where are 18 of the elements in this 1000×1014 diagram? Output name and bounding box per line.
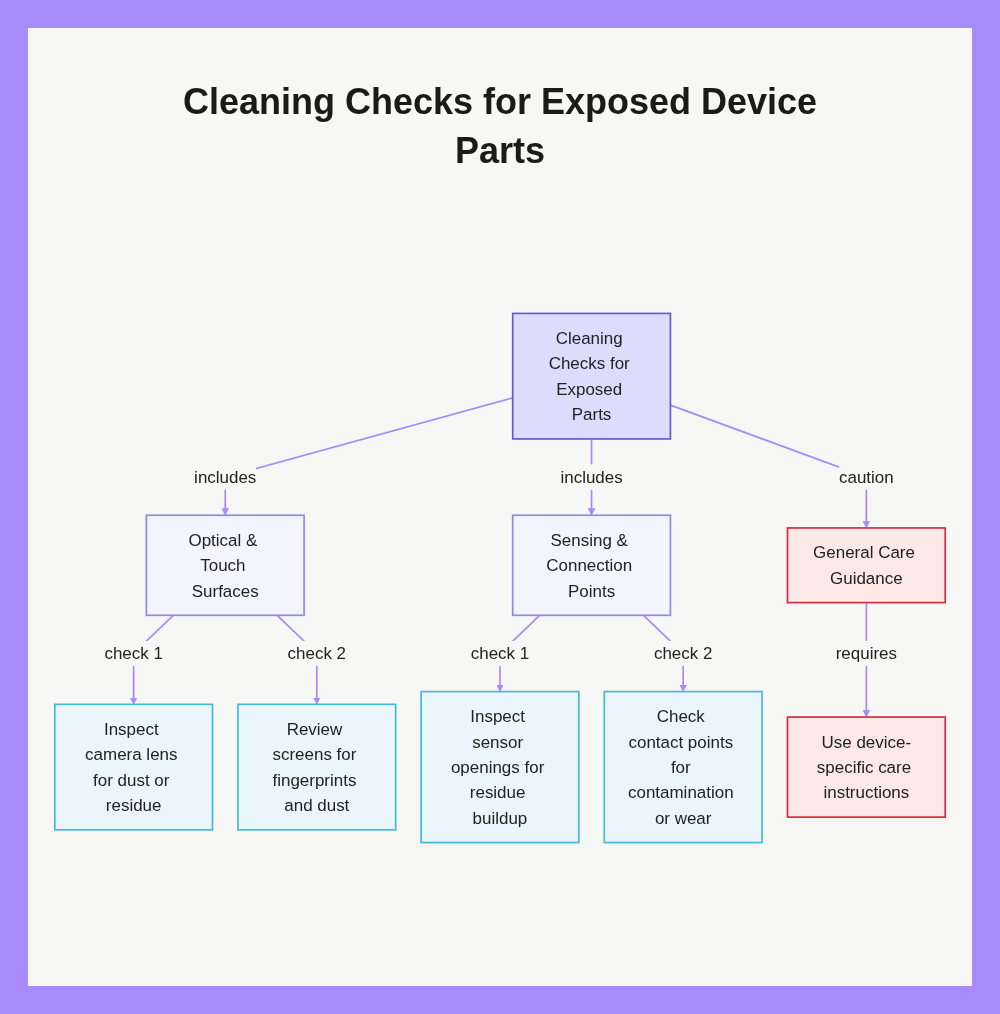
node-box: Cleaning Checks for Exposed Parts bbox=[511, 312, 672, 440]
edge-label: check 2 bbox=[653, 644, 713, 663]
edge-label: includes bbox=[560, 467, 623, 487]
node-box: Review screens for fingerprints and dust bbox=[237, 703, 397, 831]
diagram-title: Cleaning Checks for Exposed Device Parts bbox=[181, 80, 819, 173]
edge-label: check 1 bbox=[470, 644, 530, 663]
node-box: Sensing & Connection Points bbox=[511, 514, 672, 617]
edge-label: check 1 bbox=[104, 644, 163, 663]
edge-label: includes bbox=[194, 467, 257, 487]
edge-label: check 2 bbox=[287, 644, 347, 663]
node-box: Inspect sensor openings for residue buildup bbox=[420, 690, 580, 844]
node-box: Use device-specific care instructions bbox=[786, 716, 947, 818]
node-box: Optical & Touch Surfaces bbox=[145, 514, 305, 617]
node-box: Inspect camera lens for dust or residue bbox=[53, 703, 214, 831]
edge-label: requires bbox=[835, 644, 897, 663]
node-box: General Care Guidance bbox=[786, 527, 947, 604]
edge-label: caution bbox=[839, 467, 894, 487]
node-box: Check contact points for contamination or wear bbox=[603, 690, 763, 844]
